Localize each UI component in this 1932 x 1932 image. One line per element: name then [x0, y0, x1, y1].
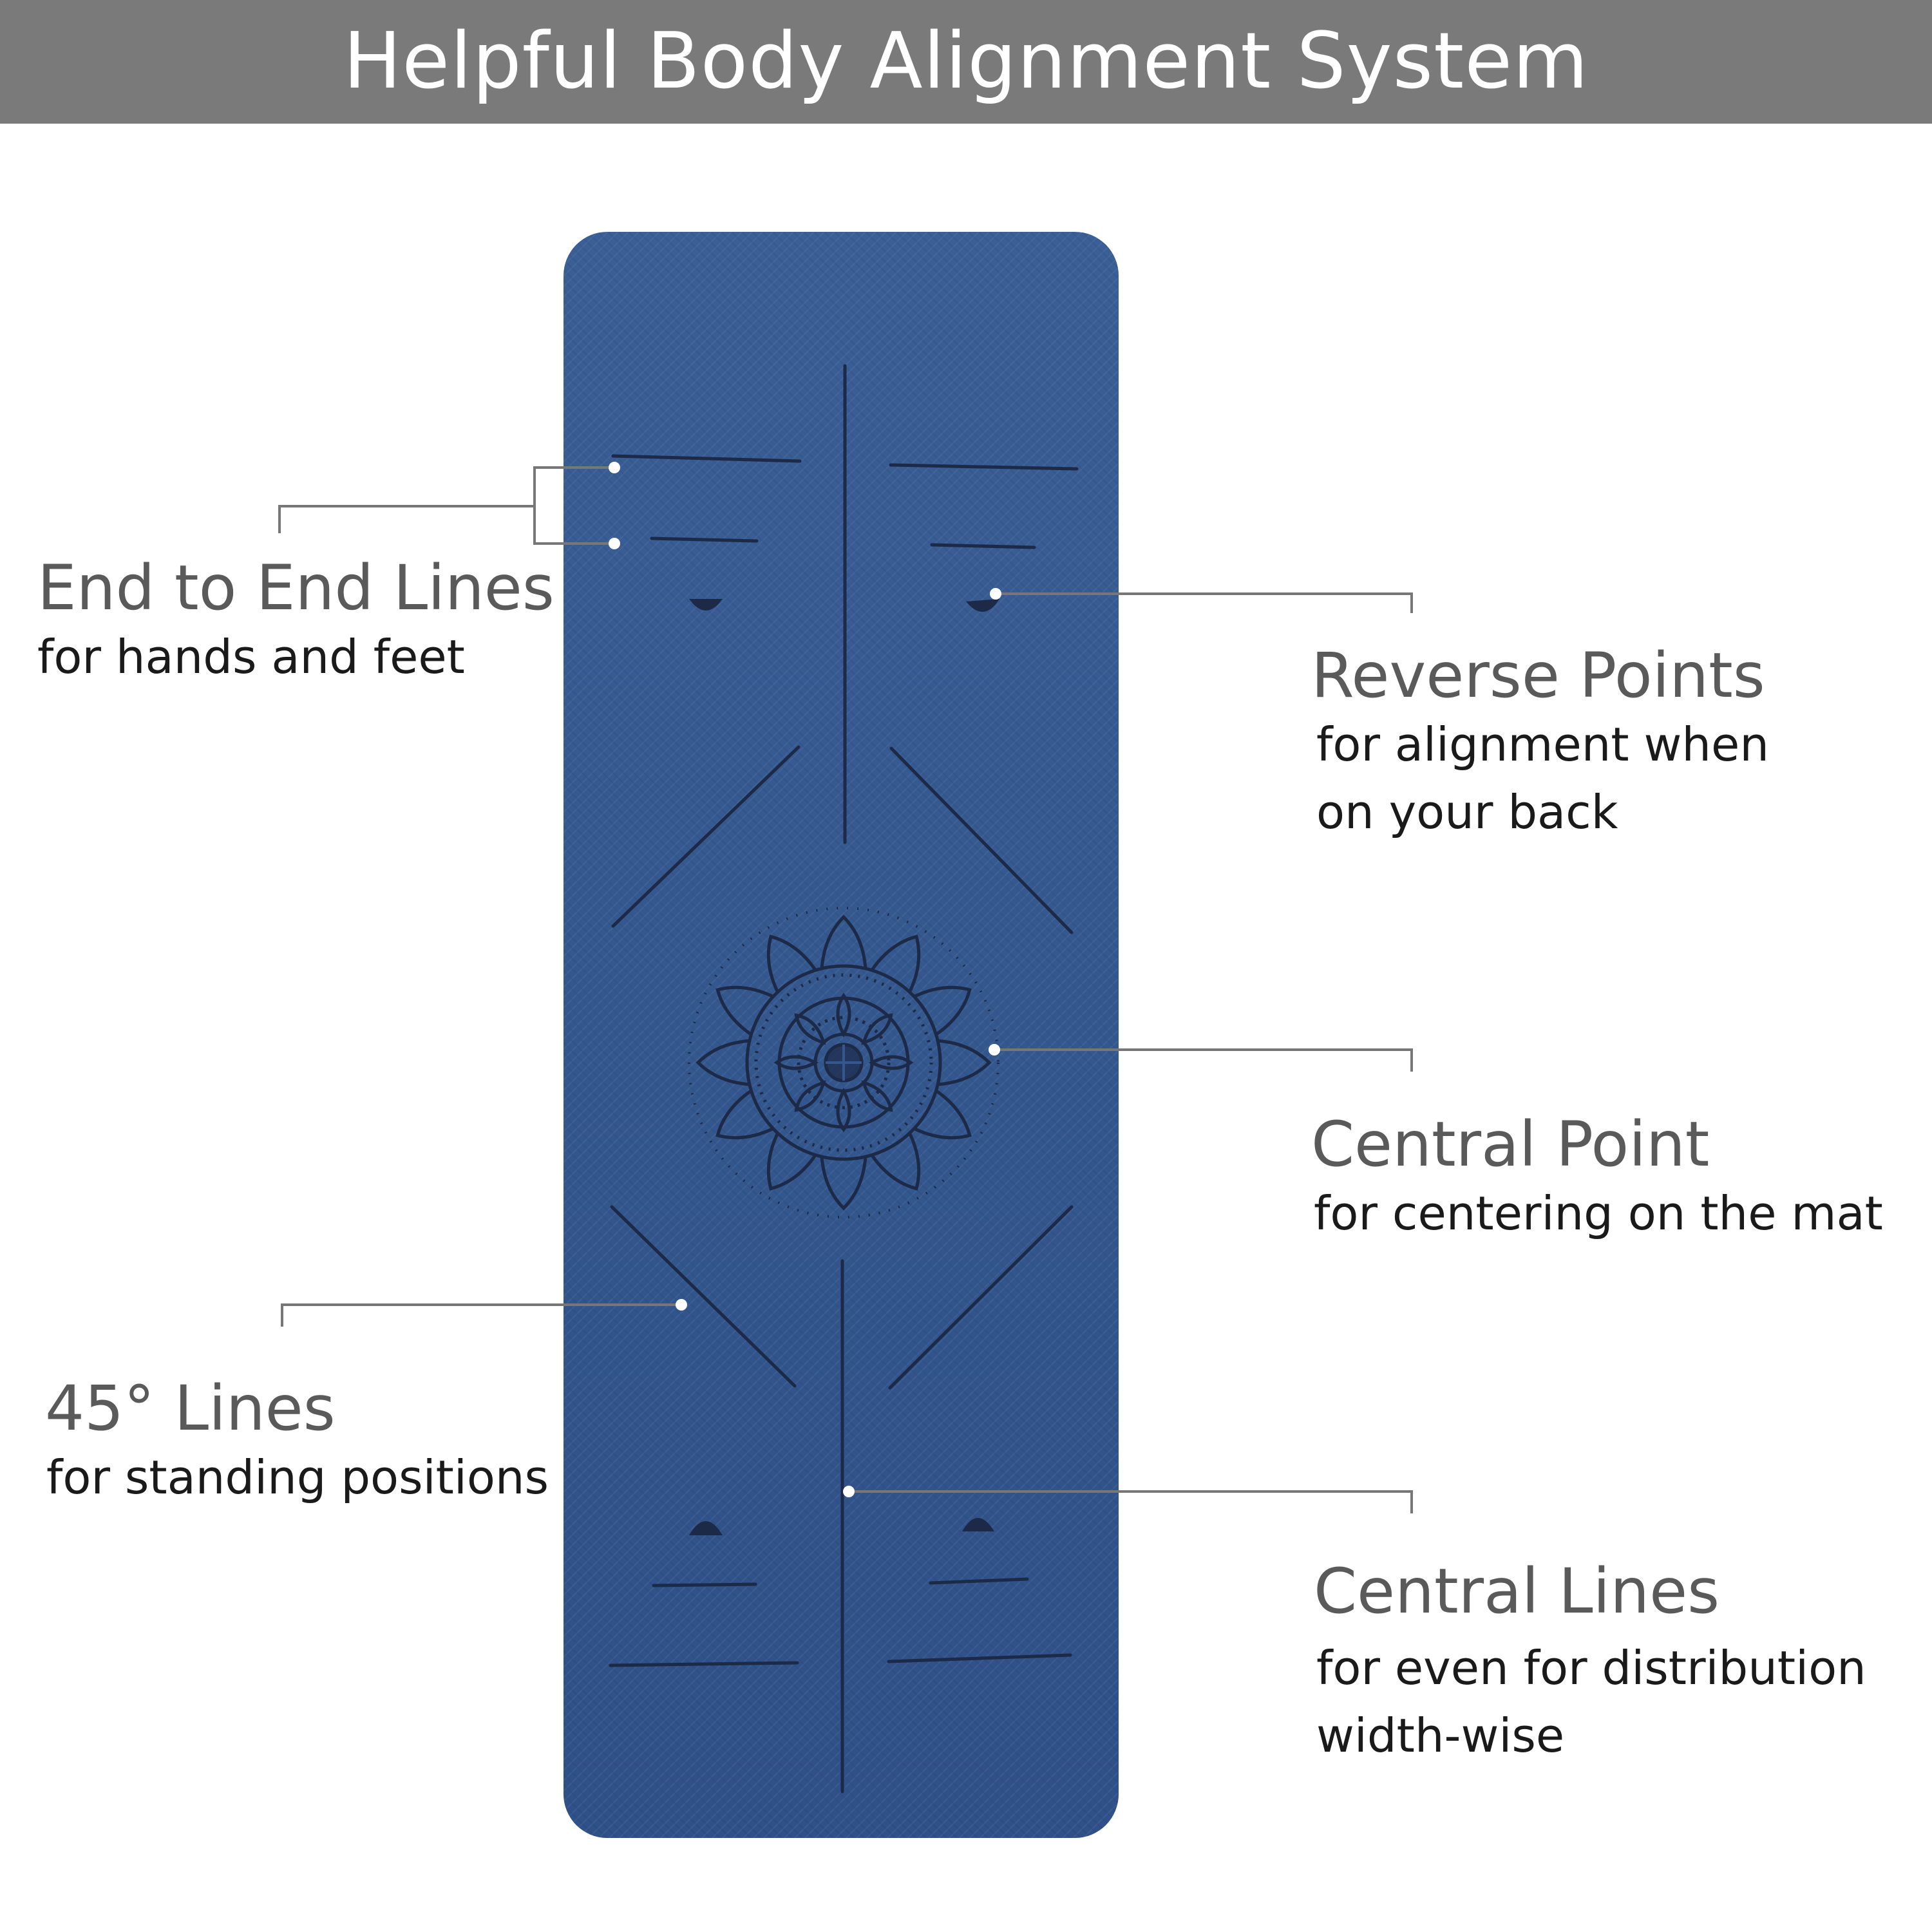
callout-end-to-end: End to End Lines for hands and feet: [37, 553, 554, 691]
leader-45-lines: [281, 1303, 681, 1327]
half-circle-icon: [689, 599, 723, 611]
callout-title: Central Lines: [1314, 1555, 1720, 1627]
dot-45-lines: [676, 1299, 687, 1311]
leader-reverse-points: [996, 592, 1413, 613]
leader-end-to-end-bracket: [533, 466, 614, 545]
end-line-top-right-1: [889, 463, 1079, 471]
dot-central-point: [989, 1044, 1000, 1056]
callout-45-lines: 45° Lines for standing positions: [45, 1373, 549, 1511]
inner-petals: [773, 992, 914, 1133]
callout-subtitle: on your back: [1316, 784, 1618, 839]
callout-central-point: Central Point for centering on the mat: [1311, 1109, 1883, 1247]
end-line-bottom-left-2: [652, 1582, 757, 1587]
end-line-bottom-left-1: [609, 1661, 799, 1667]
leader-central-lines: [849, 1490, 1413, 1513]
callout-central-lines: Central Lines for even for distribution …: [1314, 1556, 1866, 1769]
alignment-lines: [609, 364, 1079, 1794]
diag-line-top-left: [611, 745, 800, 928]
leader-central-point: [994, 1048, 1413, 1072]
page-title: Helpful Body Alignment System: [343, 17, 1589, 106]
dot-end-line-1: [609, 462, 620, 473]
outer-petals: [696, 914, 992, 1211]
header-bar: Helpful Body Alignment System: [0, 0, 1932, 124]
end-line-bottom-right-2: [929, 1577, 1029, 1585]
callout-subtitle: for standing positions: [46, 1450, 549, 1505]
callout-title: 45° Lines: [45, 1372, 336, 1444]
callout-title: End to End Lines: [37, 552, 554, 624]
dot-end-line-2: [609, 538, 620, 549]
leader-end-to-end: [278, 505, 535, 533]
mandala-icon: [688, 907, 999, 1218]
dot-central-lines: [843, 1486, 855, 1497]
callout-title: Central Point: [1311, 1108, 1710, 1180]
end-line-top-left-1: [611, 454, 802, 463]
half-circle-icon: [689, 1521, 723, 1535]
callout-title: Reverse Points: [1311, 639, 1765, 712]
half-circle-icon: [966, 599, 999, 612]
end-line-top-right-2: [930, 543, 1036, 549]
callout-subtitle: for alignment when: [1316, 717, 1769, 772]
callout-leaders: [278, 466, 1413, 1513]
diag-line-bottom-left: [610, 1205, 797, 1388]
end-line-bottom-right-1: [887, 1653, 1072, 1663]
callout-subtitle: for hands and feet: [37, 630, 465, 685]
end-line-top-left-2: [650, 536, 759, 543]
callout-subtitle: for centering on the mat: [1314, 1186, 1883, 1241]
callout-subtitle: for even for distribution: [1316, 1641, 1866, 1696]
diag-line-top-right: [889, 746, 1074, 934]
diag-line-bottom-right: [888, 1205, 1074, 1390]
callout-reverse-points: Reverse Points for alignment when on you…: [1311, 640, 1769, 846]
callout-subtitle: width-wise: [1316, 1708, 1565, 1763]
half-circle-icon: [962, 1518, 994, 1531]
callout-dots: [609, 462, 1001, 1497]
dot-reverse-point: [990, 588, 1001, 600]
reverse-point-marks: [689, 599, 999, 1535]
